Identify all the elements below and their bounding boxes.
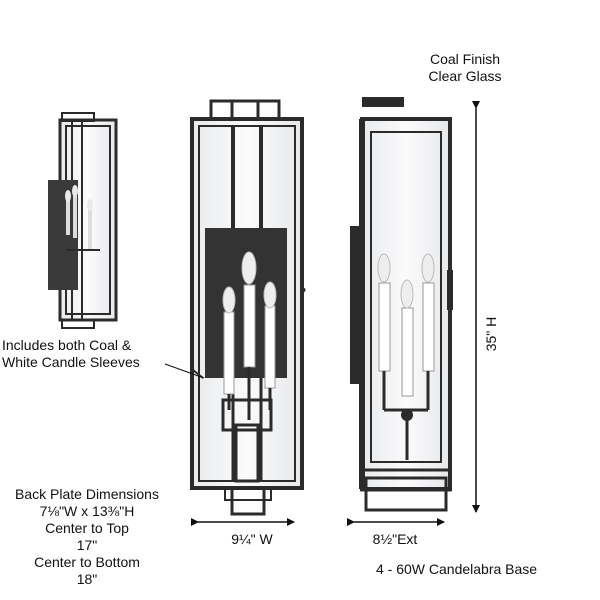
candles-front xyxy=(222,251,277,420)
center-to-top-value: 17" xyxy=(76,537,98,553)
center-to-bottom-label: Center to Bottom xyxy=(34,554,140,570)
bulb-spec: 4 - 60W Candelabra Base xyxy=(376,561,538,577)
backplate-heading: Back Plate Dimensions xyxy=(15,486,159,502)
lantern-side-view xyxy=(350,97,453,512)
center-to-bottom-value: 18" xyxy=(76,571,98,587)
glass-line: Clear Glass xyxy=(428,68,502,84)
lantern-front-view xyxy=(190,99,306,516)
candle-sleeves-note: Includes both Coal & White Candle Sleeve… xyxy=(2,337,172,371)
back-plate-dimensions: Back Plate Dimensions 7⅛"W x 13⅜"H Cente… xyxy=(2,486,172,588)
sleeves-line-2: White Candle Sleeves xyxy=(2,354,140,370)
sleeves-line-1: Includes both Coal & xyxy=(2,337,132,353)
candles-side xyxy=(377,253,435,460)
center-to-top-label: Center to Top xyxy=(45,520,129,536)
height-dimension-label: 35" H xyxy=(483,316,499,352)
width-dimension-label: 9¼" W xyxy=(231,531,273,547)
sleeves-leader-line xyxy=(164,363,205,379)
backplate-size: 7⅛"W x 13⅜"H xyxy=(39,503,135,519)
finish-note: Coal Finish Clear Glass xyxy=(400,51,530,85)
extension-dimension-label: 8½"Ext xyxy=(372,531,418,547)
finish-line: Coal Finish xyxy=(429,51,501,67)
lantern-angled-view xyxy=(48,112,118,329)
